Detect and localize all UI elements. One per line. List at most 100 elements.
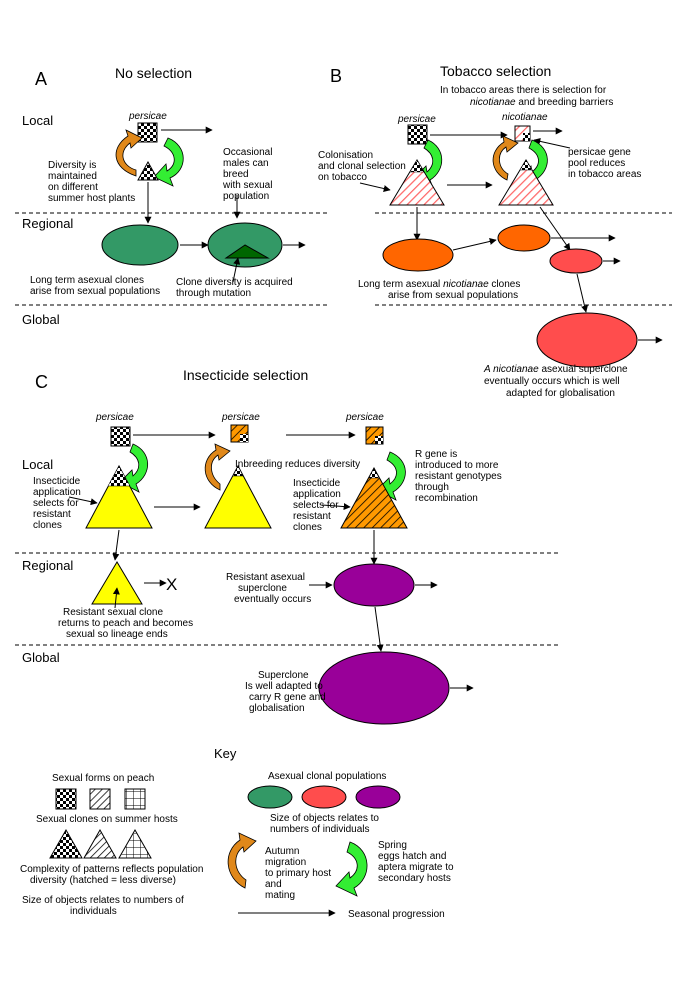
- asexual-clone-b1: [382, 238, 454, 272]
- sexual-clone-summer-c2: [204, 464, 272, 529]
- key-spring-arrow-icon: [335, 841, 368, 897]
- legend-key: Key Sexual forms on peach Sexual clones …: [20, 746, 456, 920]
- autumn-arrow-icon-b: [492, 135, 519, 181]
- panel-c-letter: C: [35, 372, 48, 392]
- local-label-c: Local: [22, 457, 53, 472]
- key-complexity-text: Complexity of patterns reflects populati…: [20, 864, 206, 886]
- sexual-clone-summer-b1-tip: [409, 159, 425, 173]
- sexual-clone-summer-c3: [340, 466, 408, 529]
- panel-b: B Tobacco selection In tobacco areas the…: [318, 63, 663, 399]
- key-clone-red: [301, 785, 347, 809]
- sexual-form-peach-b2-corner: [523, 133, 530, 141]
- arrow-c-purple-down: [374, 606, 384, 652]
- sexual-form-peach-c1: [110, 426, 131, 447]
- key-sexual-forms-label: Sexual forms on peach: [52, 773, 154, 784]
- key-sexual-clones-label: Sexual clones on summer hosts: [36, 814, 178, 825]
- global-label-c: Global: [22, 650, 60, 665]
- sexual-clone-summer-b2: [498, 159, 554, 206]
- males-text-a: Occasional males can breed with sexual p…: [222, 147, 275, 202]
- application-text-c1: Insecticide application selects for resi…: [33, 476, 84, 531]
- sexual-clone-summer-a: [137, 160, 159, 181]
- key-spring-text: Spring eggs hatch and aptera migrate to …: [378, 840, 456, 884]
- clones-text-a: Long term asexual clones arise from sexu…: [30, 275, 160, 297]
- mutation-wedge-a: [224, 244, 270, 259]
- sexual-clone-summer-c1: [85, 464, 153, 529]
- superclone-text-b3: adapted for globalisation: [506, 388, 615, 399]
- arrow-a-mutation: [232, 257, 241, 283]
- key-asexual-label: Asexual clonal populations: [268, 771, 386, 782]
- level-separators: [15, 212, 672, 646]
- asexual-clone-a1: [101, 224, 179, 266]
- arrow-c-sexual-clone: [112, 587, 120, 609]
- x-mark-c: X: [166, 575, 177, 594]
- asexual-superclone-b: [536, 312, 638, 368]
- key-square-grid: [124, 788, 146, 810]
- panel-c-title: Insecticide selection: [183, 367, 308, 383]
- inbreeding-text-c: Inbreeding reduces diversity: [235, 459, 360, 470]
- spring-arrow-icon-a: [153, 137, 184, 187]
- asexual-clone-b2: [497, 224, 551, 252]
- key-triangle-hatched: [83, 828, 117, 859]
- arrow-c-application1: [68, 496, 98, 506]
- species-label-c2: persicae: [221, 412, 260, 423]
- global-superclone-text-c: Superclone Is well adapted to carry R ge…: [245, 670, 329, 714]
- local-label-a: Local: [22, 113, 53, 128]
- key-title: Key: [214, 746, 237, 761]
- panel-a-title: No selection: [115, 65, 192, 81]
- rgene-text-c: R gene is introduced to more resistant g…: [415, 449, 505, 504]
- panel-b-letter: B: [330, 66, 342, 86]
- arrow-c-tri1-down: [112, 529, 120, 561]
- application-text-c2: Insecticide application selects for resi…: [293, 478, 344, 533]
- key-size-right-text: Size of objects relates to numbers of in…: [270, 813, 382, 835]
- key-square-hatched: [89, 788, 111, 810]
- genepool-text-b: persicae gene pool reduces in tobacco ar…: [568, 147, 641, 180]
- panel-a: A No selection Local Regional Global per…: [22, 65, 306, 327]
- panel-c: C Insecticide selection Local Regional G…: [22, 367, 505, 725]
- autumn-arrow-icon-a: [115, 129, 143, 177]
- diversity-text-a: Diversity is maintained on different sum…: [48, 160, 135, 204]
- arrow-b-orange-right: [452, 238, 497, 251]
- arrow-b-genepool: [533, 137, 571, 149]
- sexual-clone-summer-c2-tip: [232, 465, 244, 477]
- mutation-text-a: Clone diversity is acquired through muta…: [176, 277, 296, 299]
- sexual-clone-summer-c3-tip: [368, 467, 380, 479]
- sexual-form-peach-c3-corner: [375, 436, 383, 444]
- key-square-checked: [55, 788, 77, 810]
- asexual-text-c: Resistant asexual superclone eventually …: [226, 572, 311, 605]
- asexual-clone-b3: [549, 248, 603, 274]
- key-autumn-text: Autumn migration to primary host and mat…: [265, 846, 334, 901]
- arrow-c-application2: [321, 503, 351, 511]
- autumn-arrow-icon-c: [204, 443, 231, 491]
- clones-text-b2: arise from sexual populations: [388, 290, 518, 301]
- barriers-line1-b: In tobacco areas there is selection for: [440, 85, 607, 96]
- species-label-c3: persicae: [345, 412, 384, 423]
- arrow-b-tri2-down: [539, 206, 571, 251]
- sexual-clone-regional-c: [91, 561, 143, 605]
- sexual-clone-summer-b2-tip: [519, 159, 533, 171]
- superclone-text-b2: eventually occurs which is well: [484, 376, 620, 387]
- colonisation-text-b: Colonisation and clonal selection on tob…: [318, 150, 409, 183]
- sexual-clone-text-c: Resistant sexual clone returns to peach …: [58, 607, 196, 640]
- asexual-superclone-c: [333, 563, 415, 607]
- sexual-clone-summer-c1-tip: [107, 465, 131, 487]
- barriers-line2-b: nicotianae and breeding barriers: [470, 97, 613, 108]
- global-label-a: Global: [22, 312, 60, 327]
- key-size-left-text: Size of objects relates to numbers of in…: [22, 895, 187, 917]
- sexual-form-peach-c2-corner: [240, 434, 248, 442]
- sexual-clone-summer-b1: [389, 159, 445, 206]
- sexual-form-peach-b1: [407, 124, 428, 145]
- species-label-c1: persicae: [95, 412, 134, 423]
- superclone-text-b1: A nicotianae asexual superclone: [483, 364, 628, 375]
- key-clone-purple: [355, 785, 401, 809]
- species2-label-b: nicotianae: [502, 112, 548, 123]
- global-superclone-c: [318, 651, 450, 725]
- clones-text-b1: Long term asexual nicotianae clones: [358, 279, 520, 290]
- sexual-form-peach-a: [137, 122, 158, 143]
- key-seasonal-label: Seasonal progression: [348, 909, 445, 920]
- key-autumn-arrow-icon: [227, 832, 257, 889]
- arrow-b-colonisation: [359, 182, 391, 192]
- species1-label-b: persicae: [397, 114, 436, 125]
- panel-a-letter: A: [35, 69, 47, 89]
- key-triangle-checked: [49, 828, 83, 859]
